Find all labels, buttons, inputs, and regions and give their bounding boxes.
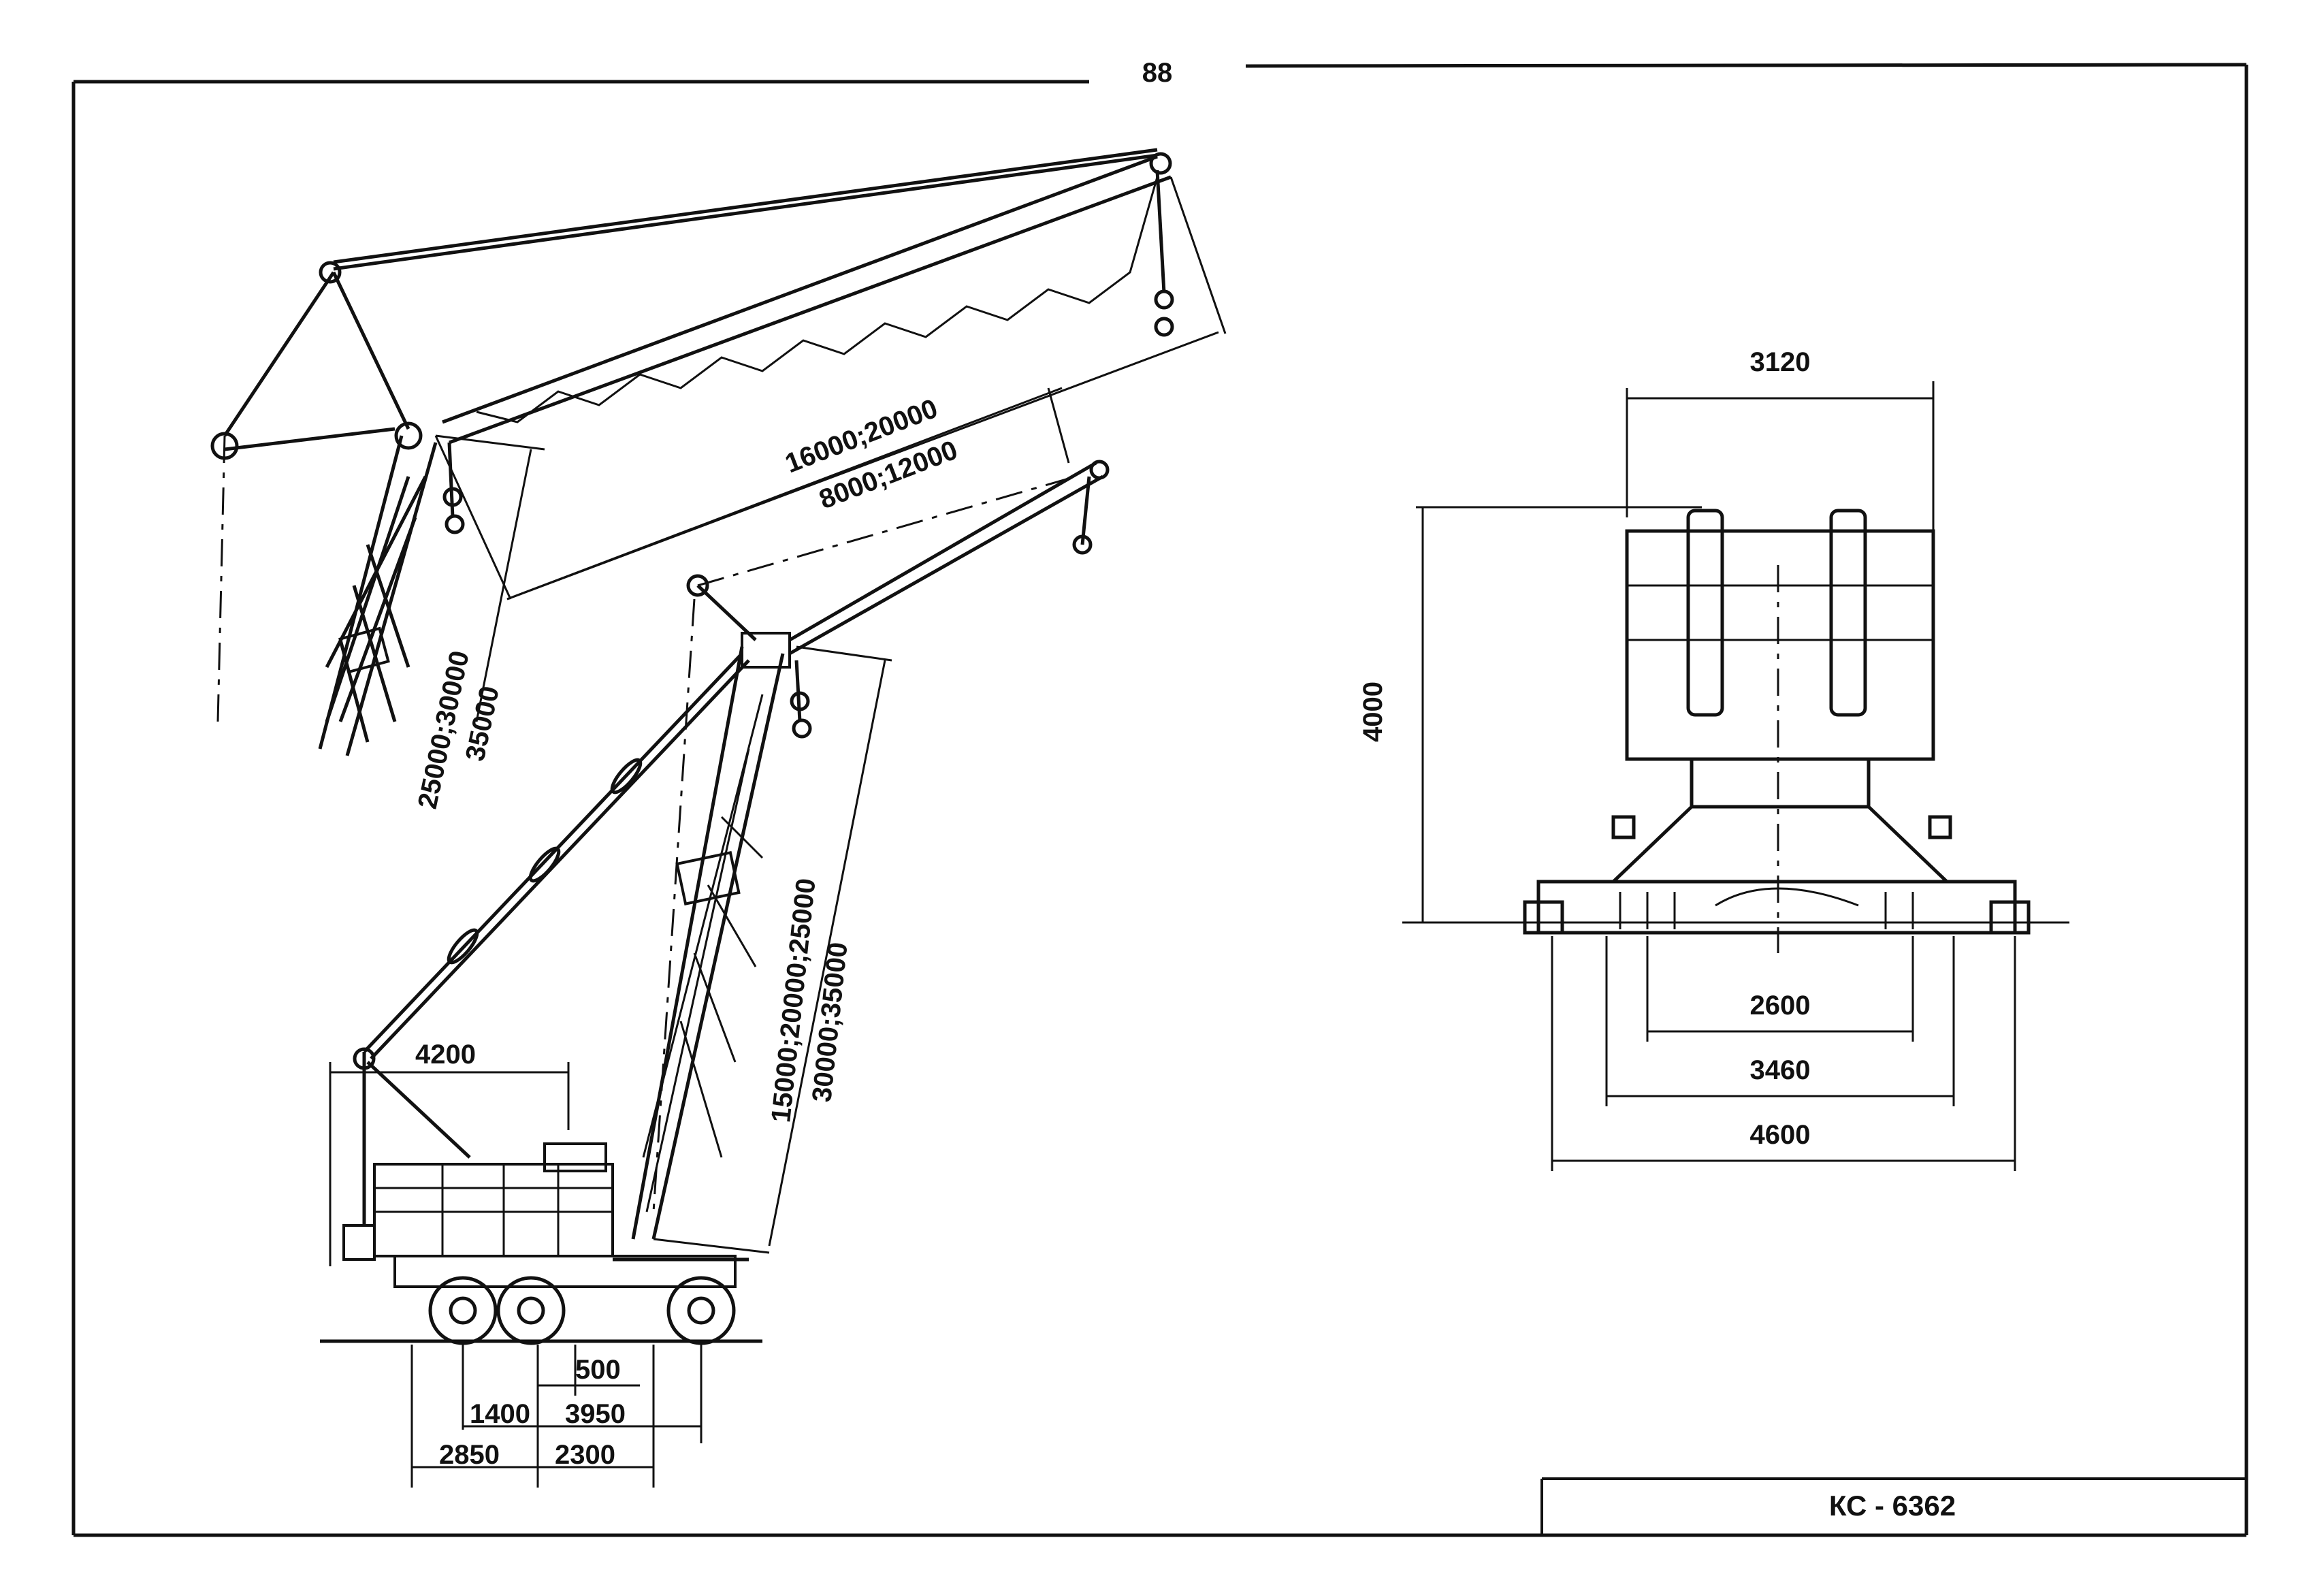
rear-view-diagram (1402, 509, 2069, 953)
counterweight-reach-label: 4200 (415, 1040, 476, 1070)
rear-width-top-label: 3120 (1750, 347, 1811, 377)
rear-track-2600-label: 2600 (1750, 991, 1811, 1021)
wheelbase-1400-label: 1400 (470, 1399, 530, 1429)
rear-height-label: 4000 (1358, 681, 1388, 742)
title-block (1540, 1477, 2246, 1535)
upper-dimension-lines (434, 176, 1227, 722)
lower-boom-diagram (320, 460, 1110, 1345)
model-label: КС - 6362 (1829, 1490, 1956, 1522)
rear-dimension-lines (1416, 381, 2016, 1171)
rear-track-3460-label: 3460 (1750, 1055, 1811, 1085)
lower-dimension-lines (329, 645, 892, 1488)
wheelbase-3950-label: 3950 (565, 1399, 626, 1429)
wheelbase-2850-label: 2850 (439, 1440, 500, 1470)
wheelbase-2300-label: 2300 (555, 1440, 615, 1470)
wheelbase-500-label: 500 (575, 1355, 621, 1385)
upper-boom-diagram (210, 148, 1174, 756)
upper-boom-lengths-label-2: 35000 (460, 684, 505, 764)
page-number: 88 (1142, 58, 1173, 88)
rear-outrigger-4600-label: 4600 (1750, 1120, 1811, 1150)
sheet-frame (71, 63, 2248, 1537)
